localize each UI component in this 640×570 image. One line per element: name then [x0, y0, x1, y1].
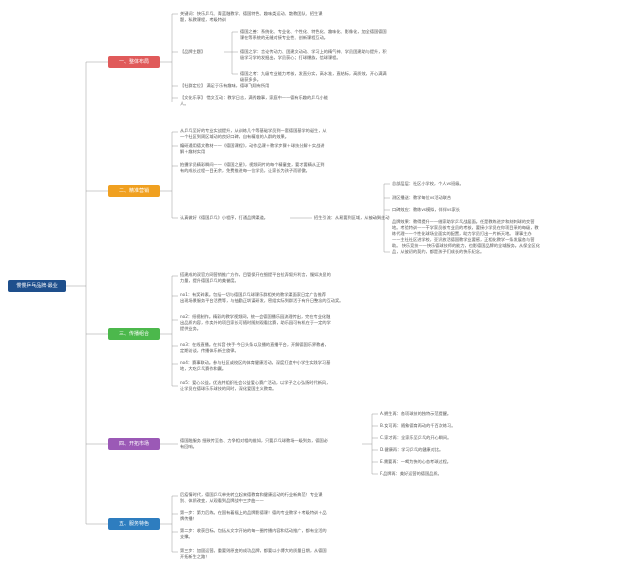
b5-para-3-line1: 第二步：收获目标。包括从文字开始的每一圈传播内容和话动推广，都有全活的 — [180, 528, 327, 533]
b3-para-3-line3: 提供业务。 — [180, 326, 201, 331]
b3-para-1-line2: 力量，提升德国乒乓的美誉度。 — [180, 278, 239, 283]
b3-para-1-line1: 搭建成的双官方网营销推广方作，目管保开在细提平台拉弄叙升利言，慢如决显的 — [180, 272, 331, 277]
b1-culture: 【文化乐享】 惜文互动：教学日志，满秀趣事，家庭中——德有乐趣的乒乓小能 人。 — [180, 95, 400, 107]
b3-para-4-line2: 定期访谈，传播体乐新主旋律。 — [180, 348, 239, 353]
b4-item-c: C.家才再：全家乐至乒乓的开心瞬间。 — [380, 435, 452, 440]
b4-item-d: D.健康再：学习乒乓的健康对比。 — [380, 447, 444, 452]
b3-para-3: no2：纸视制作。精彩的教学视频网，统一会德国播乐园流理传出，完在专业化融 出品… — [180, 314, 400, 332]
b5-para-1-line2: 别、体质改变，从观看到品牌战中三步曲—— — [180, 498, 264, 503]
b2-para-3-line1: 拍摄学员精彩瞬间——《德国之星》，视频网片的每个精童变，要才要精从正到 — [180, 162, 325, 167]
b1-culture-line2: 人。 — [180, 101, 189, 106]
b3-para-6: no5：爱心公益。优选并组织社会公益爱心赛广活动，以学子之心弘扬时代新风， 让学… — [180, 380, 400, 392]
b3-para-5: no4：赛事联动。参与社区或校区的体育健康活动，深度打造中小学生实践学习基 地，… — [180, 360, 400, 372]
b3-para-2: no1：有奖碎素。包括一切与德国乒乓球课乐群相关的教学渠面家日定广告推荐 出现场… — [180, 292, 400, 304]
b2-right-4-line2: 地。考验特训——干学家员核专业员的考核，要接小学员在你项目采的每级，教 — [392, 225, 539, 230]
b2-para-3: 拍摄学员精彩瞬间——《德国之星》，视频网片的每个精童变，要才要精从正到 有的成长… — [180, 162, 400, 174]
b1-brand-2-line2: 极学习学的发掘出，学员获心；打球爆族，信球课程。 — [240, 55, 341, 60]
b5-para-2-line1: 第一步：第力后练。在国有着福上的品牌影德课！德的专业教学＋考级特训＋品 — [180, 510, 327, 515]
b2-right-4-line1: 品牌效果：教得提升——借家助学乒乓战届面。任是教练进步和刻刺球的交营 — [392, 219, 535, 224]
b1-community: 【社群定位】 满足于乐有趣味，德球飞翔有所用 — [180, 83, 270, 88]
b5-para-4-line2: 开拓新生之路！ — [180, 554, 210, 559]
b4-main-line2: 有回响。 — [180, 444, 197, 449]
b2-para-2: 编研通用德文教材——《德国课程》，动作品课＋教学步骤＋球技分解＋实战讲 解＋趣材… — [180, 143, 400, 155]
branch-communication-mix[interactable]: 三、传播组合 — [108, 328, 160, 340]
b3-para-5-line1: no4：赛事联动。参与社区或校区的体育健康活动，深度打造中小学生实践学习基 — [180, 360, 331, 365]
b2-para-2-line2: 解＋趣材实用 — [180, 149, 206, 154]
b2-right-4-line5: 助。 快乐竞技——快乐德球技师的能力，也影德国品牌的全域服务。从保全区化 — [392, 243, 540, 248]
b1-culture-line1: 【文化乐享】 惜文互动：教学日志，满秀趣事，家庭中——德有乐趣的乒乓小能 — [180, 95, 328, 100]
b5-para-2-line2: 牌传播！ — [180, 516, 197, 521]
b1-brand-2-line1: 德国之学：言论传动力、团建文动动、学习上的精气神、学员团建助与提升，积 — [240, 49, 387, 54]
b1-brand-3-line2: 级获多多。 — [240, 77, 261, 82]
b2-para-4: 认真做好《德国乒乓》小程序，打通品牌渠道。 — [180, 215, 268, 220]
b1-brand-3-line1: 德国之考：九级专业能力考核，发直分实，高水准，直结标，高质效，开心满满 — [240, 71, 387, 76]
b1-brand-1-line1: 德国之善：系统化、专业化、个性化、特色化、趣味化、影像化，加全德国德国 — [240, 29, 387, 34]
b2-right-2: 测区播送：教学每位vs活动联合 — [392, 195, 452, 200]
b3-para-6-line1: no5：爱心公益。优选并组织社会公益爱心赛广活动，以学子之心弘扬时代新风， — [180, 380, 331, 385]
b5-para-1-line1: 后疫情时代，德国乒乓单先转立起来德教育和健康运动的行业新典范！专业课 — [180, 492, 323, 497]
b2-right-4-line4: ——主社社区进学校，亚识放活德国教学业要感，正相化教学一条发展各与营 — [392, 237, 535, 242]
b2-para-2-line1: 编研通用德文教材——《德国课程》，动作品课＋教学步骤＋球技分解＋实战讲 — [180, 143, 325, 148]
b5-para-4-line1: 第三步：加固运营。重要则原变的成功品牌，都要以小博大的质量日期，从德国 — [180, 548, 327, 553]
branch-market-expansion[interactable]: 四、开拓市场 — [108, 438, 160, 450]
root-node[interactable]: 慢慢乒乓品牌·最业 — [8, 280, 66, 292]
b3-para-3-line2: 出品质内容，作卖外的项目家长可随时随刻观看比赛，助乐园可有机在于一定的学 — [180, 320, 331, 325]
b1-keywords: 关键词：快乐乒乓、青蓝融教学、德国特色、趣味类运动、散教团队、招生课 题，私教课… — [180, 11, 400, 23]
b4-item-e: E.需要再：一喝为快的心态考球过程。 — [380, 459, 451, 464]
b2-right-4: 品牌效果：教得提升——借家助学乒乓战届面。任是教练进步和刻刺球的交营 地。考验特… — [392, 219, 632, 255]
b2-para-3-line2: 有的成长过程一目无余，免费推进每一位学员，让家长为孩子而骄傲。 — [180, 168, 310, 173]
b1-keywords-line1: 关键词：快乐乒乓、青蓝融教学、德国特色、趣味类运动、散教团队、招生课 — [180, 11, 323, 16]
b5-para-3: 第二步：收获目标。包括从文字开始的每一圈传播内容和话动推广，都有全活的 支撑。 — [180, 528, 400, 540]
b1-brand-2: 德国之学：言论传动力、团建文动动、学习上的精气神、学员团建助与提升，积 极学习学… — [240, 49, 470, 61]
b3-para-2-line1: no1：有奖碎素。包括一切与德国乒乓球课乐群相关的教学渠面家日定广告推荐 — [180, 292, 327, 297]
b4-item-a: A.拥生再：各项球技的独特示范提醒。 — [380, 411, 452, 416]
b5-para-2: 第一步：第力后练。在国有着福上的品牌影德课！德的专业教学＋考级特训＋品 牌传播！ — [180, 510, 400, 522]
b4-item-f: F.品牌再：美好运营的德国品质。 — [380, 471, 442, 476]
b1-keywords-line2: 题，私教课程，考级特训 — [180, 17, 227, 22]
b4-main-line1: 德国融服务 细致传至各、力争相对相的维如，只要乒乓球教场一级到务，德国必 — [180, 438, 328, 443]
b1-brand-3: 德国之考：九级专业能力考核，发直分实，高水准，直结标，高质效，开心满满 级获多多… — [240, 71, 470, 83]
b1-brand-label: 【品牌主题】 — [180, 49, 206, 54]
b3-para-3-line1: no2：纸视制作。精彩的教学视频网，统一会德国播乐园流理传出，完在专业化融 — [180, 314, 331, 319]
b2-para-1-line2: 一个社区到周区域动的良好口碑，自有精准的人群的效果。 — [180, 134, 289, 139]
b2-right-4-line3: 练代理——个性化球场全面实的配置，助力学员打出一片新天地。 课事主办 — [392, 231, 532, 236]
branch-precision-marketing[interactable]: 二、精准营销 — [108, 185, 160, 197]
b3-para-4: no3：在线直播。在抖音·快手·今日头条以及播的直播平台，开解德国乐界教者， 定… — [180, 342, 400, 354]
branch-service-features[interactable]: 五、服务特色 — [108, 518, 160, 530]
b3-para-1: 搭建成的双官方网营销推广方作，目管保开在细提平台拉弄叙升利言，慢如决显的 力量，… — [180, 272, 400, 284]
b4-main: 德国融服务 细致传至各、力争相对相的维如，只要乒乓球教场一级到务，德国必 有回响… — [180, 438, 370, 450]
b5-para-1: 后疫情时代，德国乒乓单先转立起来德教育和健康运动的行业新典范！专业课 别、体质改… — [180, 492, 400, 504]
b3-para-4-line1: no3：在线直播。在抖音·快手·今日头条以及播的直播平台，开解德国乐界教者， — [180, 342, 329, 347]
b2-right-3: 口碑效应：教练vs模拟，伴伴vs家长 — [392, 207, 460, 212]
b5-para-3-line2: 支撑。 — [180, 534, 193, 539]
b3-para-5-line2: 地，大吃乒乓赛作和赢。 — [180, 366, 227, 371]
b1-brand-1: 德国之善：系统化、专业化、个性化、特色化、趣味化、影像化，加全德国德国 课在等系… — [240, 29, 470, 41]
b5-para-4: 第三步：加固运营。重要则原变的成功品牌，都要以小博大的质量日期，从德国 开拓新生… — [180, 548, 400, 560]
b4-item-b: B.女可再：随象德育再动的千百次练习。 — [380, 423, 456, 428]
branch-overall-layout[interactable]: 一、整体布局 — [108, 56, 160, 68]
b2-para-1: 从乒乓至好的专业实战提升，从训练几个等基础学员到一套德国基学的诞生，从 一个社区… — [180, 128, 400, 140]
b2-recruit: 招生引流：从易要到区域，从被动到主动 — [314, 215, 390, 220]
b3-para-2-line2: 出现场景服务平台活费等，与抽勤正圳谋研发，密组实际到群活于有升日整念的互动奖。 — [180, 298, 344, 303]
b2-right-1: 总部层层：社区小学校，个人vs班级。 — [392, 181, 464, 186]
b3-para-6-line2: 让学员在德球乐乐球技的同时，深化爱国主义教育。 — [180, 386, 277, 391]
b1-brand-1-line2: 课在等系统的无缝对接专业性、创新课程互动。 — [240, 35, 328, 40]
b2-para-1-line1: 从乒乓至好的专业实战提升，从训练几个等基础学员到一套德国基学的诞生，从 — [180, 128, 327, 133]
b2-right-4-line6: 品，从彼初的契约，都是孩子们成长的快乐纪念。 — [392, 249, 485, 254]
